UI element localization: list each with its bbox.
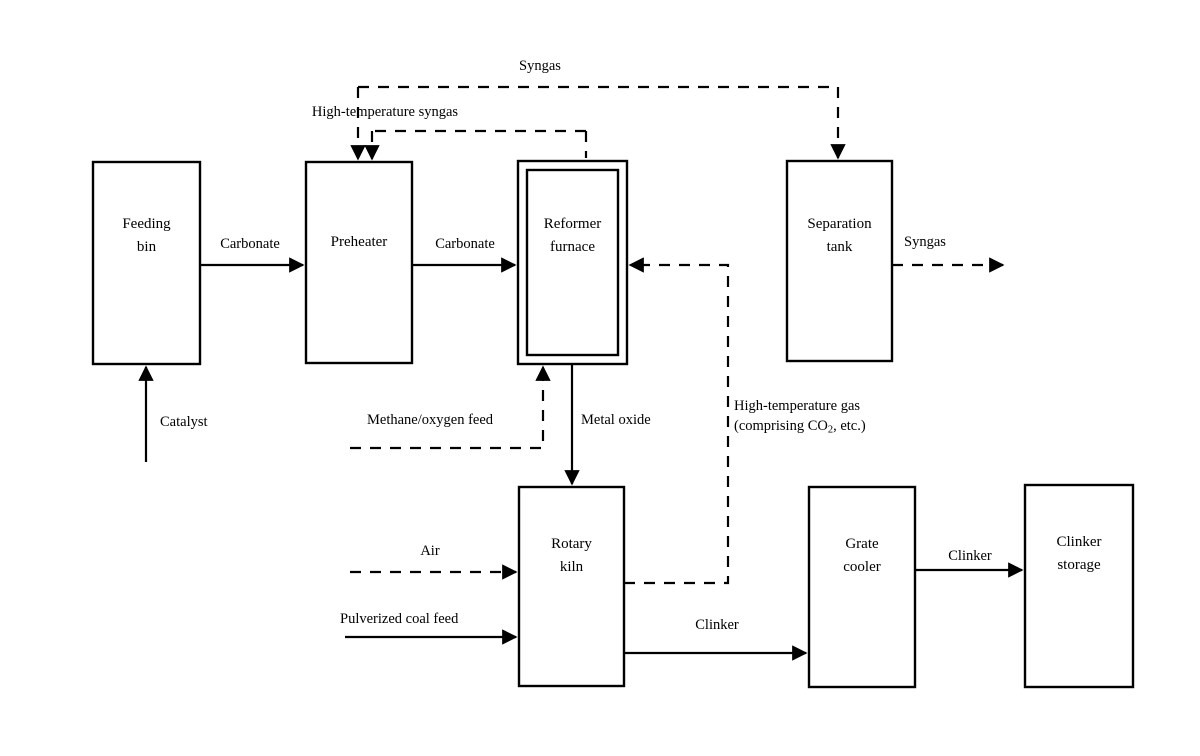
edge-label-methane-oxygen-feed: Methane/oxygen feed [367,412,494,428]
edge-high-temperature-gas [624,257,730,585]
grate-cooler-box[interactable] [807,485,917,689]
dashed-connectors [350,85,1005,585]
solid-connectors [138,257,1024,661]
edge-label-metal-oxide: Metal oxide [581,412,651,428]
node-shapes [91,159,1135,689]
clinker-storage-box[interactable] [1023,483,1135,689]
edge-label-syngas-outlet: Syngas [904,234,946,250]
edge-label-pulverized-coal-feed: Pulverized coal feed [340,611,459,627]
edge-label-high-temperature-syngas: High-temperature syngas [311,104,459,120]
edge-label-carbonate-1: Carbonate [220,236,280,252]
edge-label-high-temperature-gas: High-temperature gas(comprising CO2, etc… [734,398,866,435]
separation-tank-box[interactable] [785,159,894,363]
edge-label-clinker-cooler: Clinker [948,548,992,564]
feeding-bin-box[interactable] [91,160,202,366]
reformer-furnace-box-inner [525,168,620,357]
edge-label-syngas-top: Syngas [519,58,561,74]
edge-methane-oxygen-feed [350,365,551,450]
edge-label-air: Air [420,543,440,559]
rotary-kiln-box[interactable] [517,485,626,688]
edge-label-clinker-kiln: Clinker [695,617,739,633]
reformer-furnace-box-outer[interactable] [516,159,629,366]
preheater-box[interactable] [304,160,414,365]
edge-label-catalyst: Catalyst [160,414,208,430]
edge-label-carbonate-2: Carbonate [435,236,495,252]
